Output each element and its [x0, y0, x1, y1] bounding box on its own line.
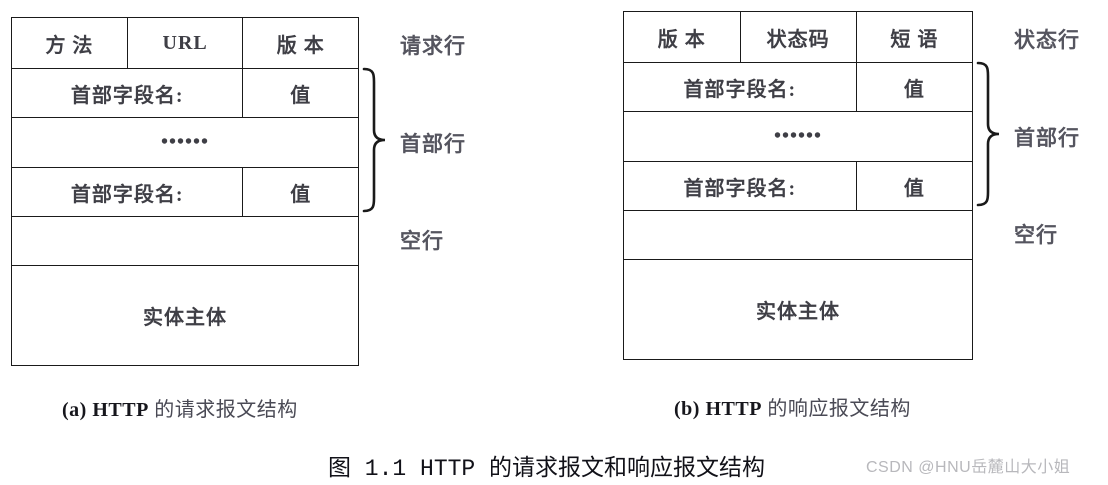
- request-subcaption-protocol: HTTP: [92, 399, 149, 421]
- request-subcaption-text: 的请求报文结构: [154, 399, 298, 421]
- request-message-table: 方 法 URL 版 本 首部字段名: 值 •••••• 首部字段名: 值: [10, 17, 359, 366]
- request-header-field-name-cell-2: 首部字段名:: [10, 167, 244, 217]
- response-status-line-row: 版 本 状态码 短 语: [623, 11, 974, 63]
- request-blank-line-row: [11, 216, 359, 266]
- figure-area: 方 法 URL 版 本 首部字段名: 值 •••••• 首部字段名: 值: [10, 11, 1080, 422]
- response-header-line-1-row: 首部字段名: 值: [623, 62, 974, 112]
- request-header-lines-brace-icon: [360, 66, 390, 219]
- figure-caption: 图 1.1 HTTP 的请求报文和响应报文结构: [328, 456, 766, 482]
- response-header-field-name-cell-2: 首部字段名:: [623, 161, 857, 211]
- response-blank-line-cell: [623, 210, 973, 260]
- response-header-lines-brace-icon: [974, 60, 1004, 213]
- request-version-cell: 版 本: [242, 17, 359, 69]
- response-header-lines-annotation: 首部行: [1014, 126, 1080, 150]
- http-response-message-diagram: 版 本 状态码 短 语 首部字段名: 值 •••••• 首部字段名: 值: [623, 11, 974, 360]
- request-method-cell: 方 法: [11, 17, 128, 69]
- response-entity-body-cell: 实体主体: [623, 259, 973, 360]
- request-start-line-annotation: 请求行: [400, 34, 466, 58]
- request-header-value-cell-2: 值: [242, 167, 359, 217]
- response-subcaption: (b) HTTP 的响应报文结构: [674, 392, 911, 421]
- csdn-watermark: CSDN @HNU岳麓山大小姐: [866, 459, 1071, 476]
- response-ellipsis-row: ••••••: [623, 111, 973, 162]
- response-subcaption-text: 的响应报文结构: [767, 398, 911, 420]
- request-subcaption-tag: (a): [62, 399, 87, 421]
- http-request-message-diagram: 方 法 URL 版 本 首部字段名: 值 •••••• 首部字段名: 值: [10, 17, 359, 366]
- response-status-code-cell: 状态码: [739, 11, 857, 63]
- response-ellipsis-cell: ••••••: [623, 111, 973, 162]
- response-header-field-name-cell-1: 首部字段名:: [623, 62, 857, 112]
- request-header-line-2-row: 首部字段名: 值: [10, 167, 359, 217]
- response-subcaption-tag: (b): [674, 398, 700, 420]
- request-ellipsis-cell: ••••••: [11, 117, 359, 168]
- response-entity-body-row: 实体主体: [623, 259, 973, 360]
- request-blank-line-cell: [11, 216, 359, 266]
- response-blank-line-row: [623, 210, 973, 260]
- response-version-cell: 版 本: [623, 11, 741, 63]
- response-subcaption-protocol: HTTP: [705, 398, 762, 420]
- request-header-value-cell-1: 值: [242, 68, 359, 118]
- request-entity-body-row: 实体主体: [11, 265, 359, 366]
- request-header-lines-annotation: 首部行: [400, 132, 466, 156]
- request-ellipsis-row: ••••••: [11, 117, 359, 168]
- response-header-value-cell-2: 值: [855, 161, 974, 211]
- response-status-line-annotation: 状态行: [1014, 28, 1080, 52]
- response-blank-line-annotation: 空行: [1014, 223, 1058, 247]
- request-blank-line-annotation: 空行: [400, 229, 444, 253]
- request-header-field-name-cell-1: 首部字段名:: [10, 68, 244, 118]
- response-header-value-cell-1: 值: [855, 62, 974, 112]
- request-url-cell: URL: [126, 17, 244, 69]
- response-message-table: 版 本 状态码 短 语 首部字段名: 值 •••••• 首部字段名: 值: [623, 11, 974, 360]
- response-header-line-2-row: 首部字段名: 值: [623, 161, 974, 211]
- request-start-line-row: 方 法 URL 版 本: [11, 17, 359, 69]
- request-header-line-1-row: 首部字段名: 值: [10, 68, 359, 118]
- request-entity-body-cell: 实体主体: [11, 265, 359, 366]
- response-reason-phrase-cell: 短 语: [855, 11, 974, 63]
- request-subcaption: (a) HTTP 的请求报文结构: [62, 393, 298, 422]
